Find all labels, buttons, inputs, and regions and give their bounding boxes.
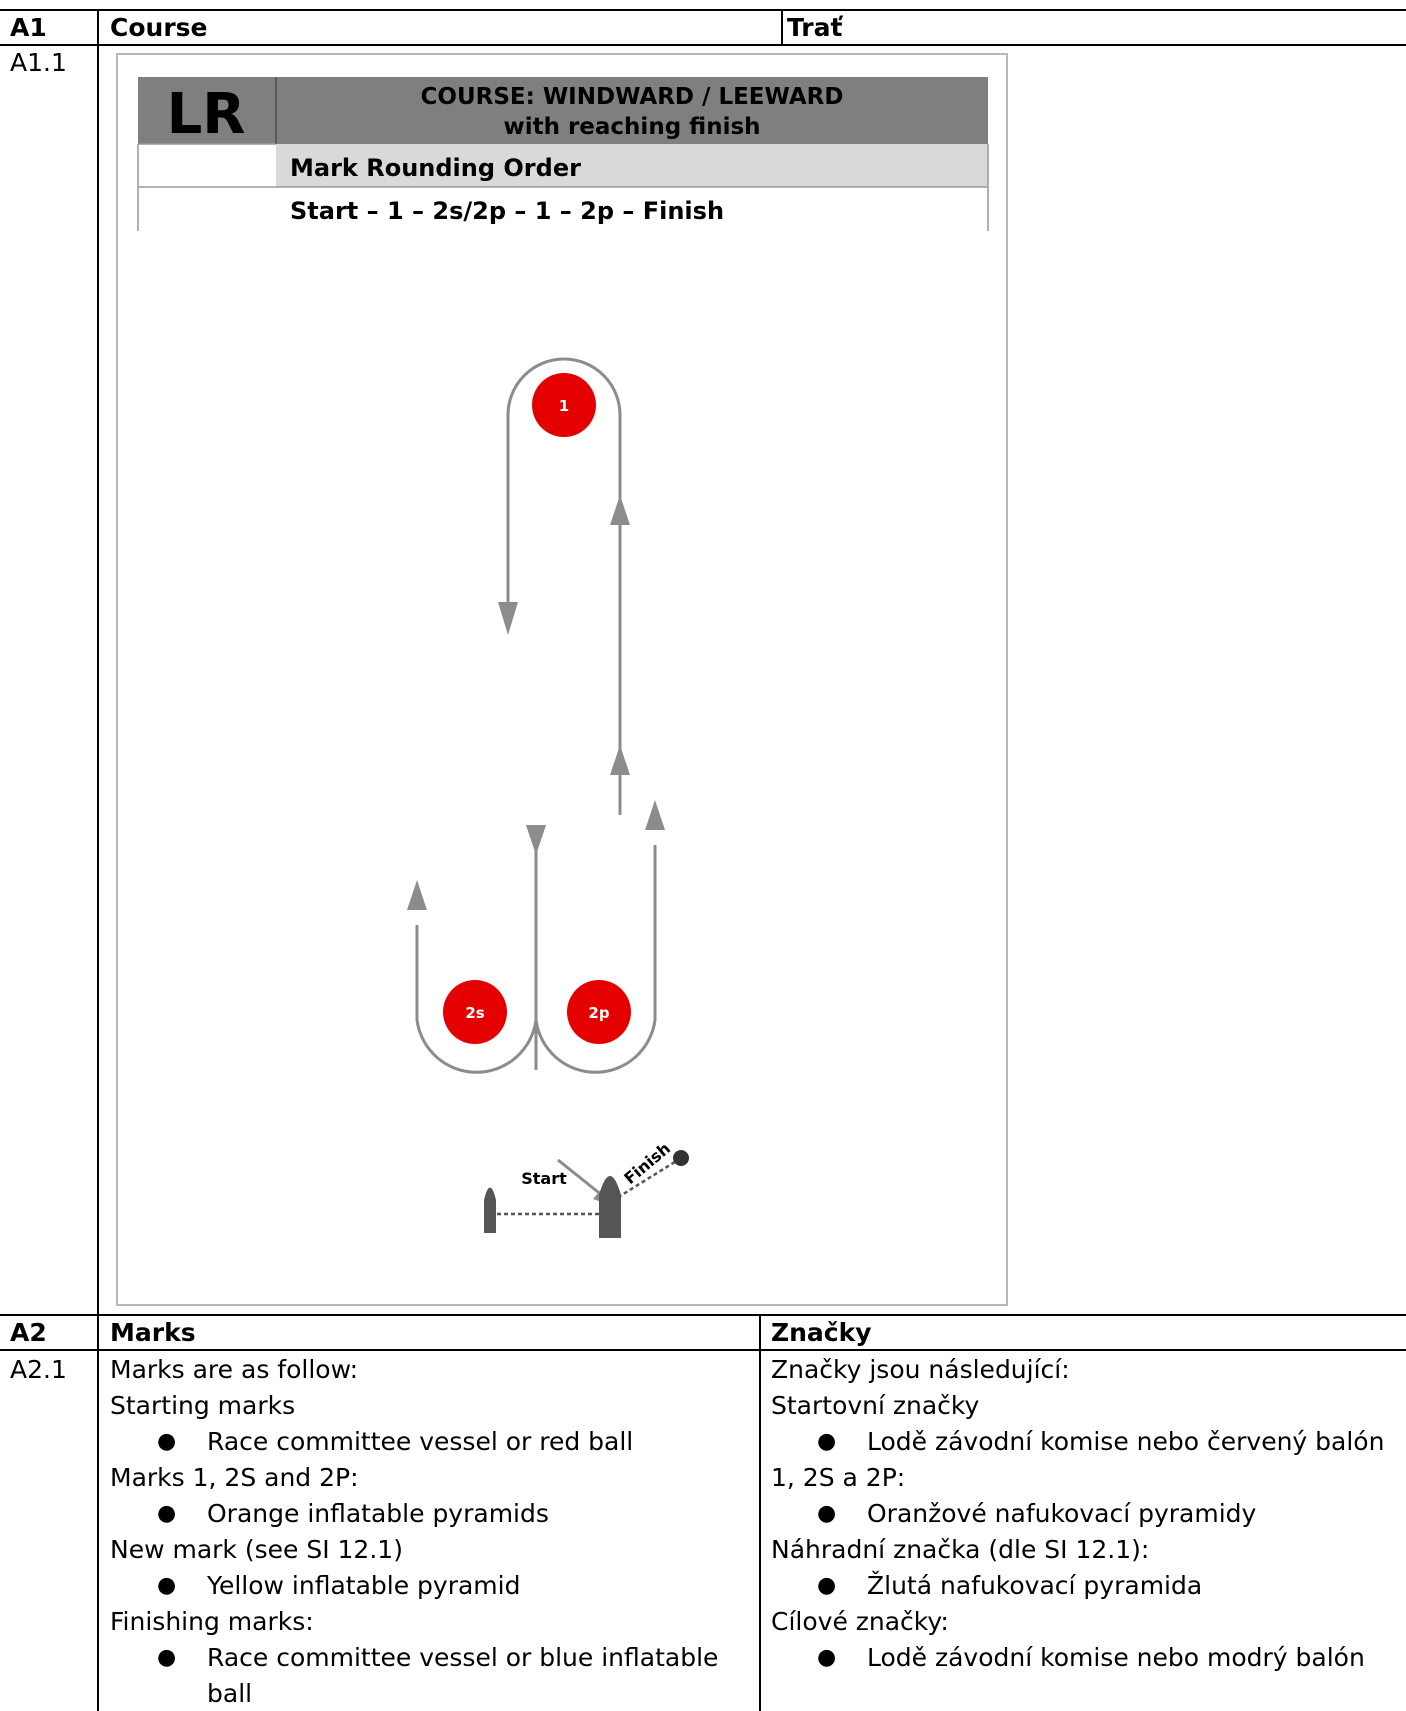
finishing-marks-en: Finishing marks: [110,1607,314,1636]
marks-1-2-en: Marks 1, 2S and 2P: [110,1463,359,1492]
table-col-divider-1 [97,9,99,1711]
mark-2p: 2p [567,980,631,1044]
new-mark-cz: Náhradní značka (dle SI 12.1): [771,1535,1150,1564]
diagram-order-title: Mark Rounding Order [290,154,581,182]
finishing-marks-item-en-cont: ball [207,1679,253,1708]
mark-2s-label: 2s [465,1004,484,1022]
finishing-marks-item-cz: Lodě závodní komise nebo modrý balón [867,1643,1365,1672]
marks-1-2-cz: 1, 2S a 2P: [771,1463,906,1492]
diagram-header-band [138,77,988,144]
course-arrowheads [407,495,665,1207]
table-col-divider-a1 [781,9,783,45]
section-a2-1-number: A2.1 [10,1355,67,1384]
start-pin-boat [484,1187,496,1233]
section-a1-1-number: A1.1 [10,48,67,77]
finishing-marks-item-en: Race committee vessel or blue inflatable [207,1643,719,1672]
arrow-up-2p [645,800,665,830]
marks-intro-cz: Značky jsou následující: [771,1355,1070,1384]
starting-marks-en: Starting marks [110,1391,296,1420]
section-a2-title-cz: Značky [771,1318,872,1347]
diagram-course-subtitle: with reaching finish [503,114,760,140]
finish-line [611,1158,679,1203]
arrow-down-1 [498,602,518,635]
section-a1-title-en: Course [110,13,208,42]
table-border-a2-header [0,1349,1406,1351]
starting-marks-item-en: Race committee vessel or red ball [207,1427,634,1456]
diagram-order-band [276,144,988,187]
section-a1-number: A1 [10,13,47,42]
arrow-up-2s [407,880,427,910]
mark-1-circle [532,373,596,437]
finish-mark [673,1150,689,1166]
section-a1-title-cz: Trať [787,13,843,42]
arrow-up-2 [610,745,630,775]
mark-1: 1 [532,373,596,437]
bullet-icon: ● [157,1501,177,1526]
section-a2-number: A2 [10,1318,47,1347]
new-mark-en: New mark (see SI 12.1) [110,1535,403,1564]
bullet-icon: ● [817,1501,837,1526]
course-diagram: LR COURSE: WINDWARD / LEEWARD with reach… [116,53,1008,1306]
mark-2s-circle [443,980,507,1044]
course-path [415,357,657,1202]
new-mark-item-cz: Žlutá nafukovací pyramida [867,1571,1203,1600]
mark-2p-circle [567,980,631,1044]
start-label: Start [521,1169,567,1188]
section-a2-title-en: Marks [110,1318,196,1347]
mark-2p-label: 2p [588,1004,609,1022]
table-border-a1-header [0,44,1406,46]
diagram-order-value: Start – 1 – 2s/2p – 1 – 2p – Finish [290,197,724,225]
new-mark-item-en: Yellow inflatable pyramid [207,1571,521,1600]
bullet-icon: ● [157,1645,177,1670]
bullet-icon: ● [817,1573,837,1598]
bullet-icon: ● [817,1429,837,1454]
table-border-top [0,9,1406,11]
starting-marks-cz: Startovní značky [771,1391,980,1420]
table-col-divider-a2 [759,1314,761,1711]
mark-2s: 2s [443,980,507,1044]
table-border-a1-bottom [0,1314,1406,1316]
starting-marks-item-cz: Lodě závodní komise nebo červený balón [867,1427,1385,1456]
bullet-icon: ● [157,1429,177,1454]
bullet-icon: ● [157,1573,177,1598]
bullet-icon: ● [817,1645,837,1670]
finishing-marks-cz: Cílové značky: [771,1607,949,1636]
arrow-down-2 [526,825,546,855]
mark-1-label: 1 [559,397,569,415]
marks-1-2-item-en: Orange inflatable pyramids [207,1499,549,1528]
marks-1-2-item-cz: Oranžové nafukovací pyramidy [867,1499,1257,1528]
arrow-up-1 [610,495,630,525]
diagram-course-title: COURSE: WINDWARD / LEEWARD [421,84,844,110]
diagram-code: LR [167,82,246,147]
committee-boat [599,1176,621,1238]
marks-intro-en: Marks are as follow: [110,1355,359,1384]
finish-label: Finish [620,1139,674,1188]
